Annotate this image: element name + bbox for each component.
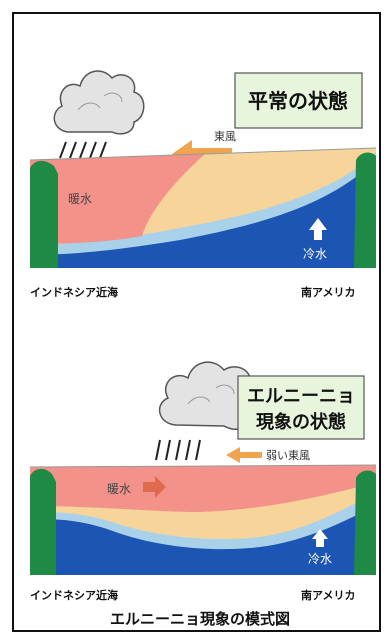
state-label: 平常の状態 xyxy=(248,89,348,113)
rain-icon xyxy=(155,439,201,461)
weak-wind-arrow-icon xyxy=(226,447,262,463)
cloud-icon xyxy=(53,70,145,135)
rain-icon xyxy=(59,141,107,159)
cold-water-label: 冷水 xyxy=(308,552,332,566)
land-right xyxy=(354,152,376,268)
elnino-state-panel: エルニーニョ 現象の状態 弱い東風 暖水 冷水 インドネシア近海 南アメリカ xyxy=(30,361,376,602)
land-right xyxy=(354,470,376,575)
warm-water-arrow-icon xyxy=(143,476,166,498)
ocean-cross-section xyxy=(30,147,376,268)
cold-water-label: 冷水 xyxy=(303,247,327,261)
state-label-line2: 現象の状態 xyxy=(256,411,346,433)
left-place-label: インドネシア近海 xyxy=(30,285,118,299)
upwelling-arrow-icon xyxy=(312,529,328,547)
wind-label: 東風 xyxy=(214,130,236,143)
upwelling-arrow-icon xyxy=(309,218,327,240)
warm-water-label: 暖水 xyxy=(107,482,131,496)
land-left xyxy=(30,160,58,268)
diagram-caption: エルニーニョ現象の模式図 xyxy=(110,610,290,628)
warm-water-label: 暖水 xyxy=(68,192,92,206)
ocean-cross-section xyxy=(30,464,376,575)
normal-state-panel: 平常の状態 東風 暖水 冷水 インドネシア近海 南アメリカ xyxy=(30,70,376,299)
right-place-label: 南アメリカ xyxy=(301,588,355,602)
land-left xyxy=(30,468,56,575)
state-label-line1: エルニーニョ xyxy=(247,386,355,407)
wind-label: 弱い東風 xyxy=(266,449,310,462)
state-label-box xyxy=(234,72,363,129)
left-place-label: インドネシア近海 xyxy=(30,588,118,602)
state-label-box xyxy=(237,375,365,440)
right-place-label: 南アメリカ xyxy=(301,285,355,299)
